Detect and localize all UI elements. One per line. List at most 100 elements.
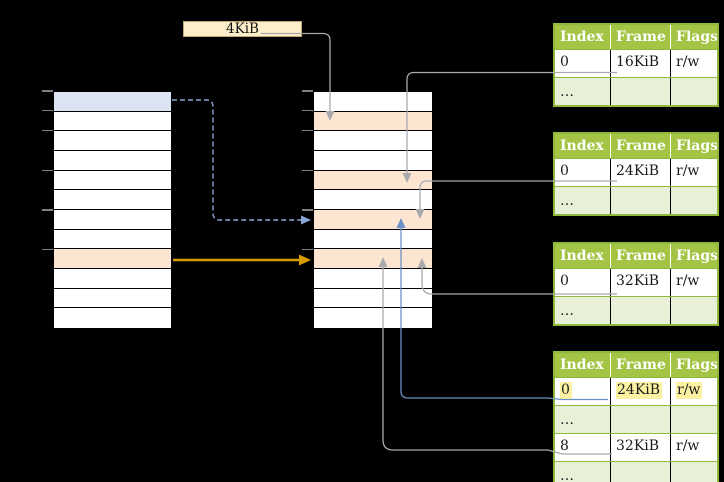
virtual-page-row [54, 190, 171, 210]
column-header: Flags [670, 353, 717, 377]
tick-mark [302, 130, 313, 132]
page-table-cell: r/w [670, 159, 717, 186]
column-header: Frame [610, 25, 670, 49]
physical-memory-column [313, 91, 433, 329]
physical-frame-row [314, 288, 432, 309]
tick-mark [302, 90, 313, 92]
column-header: Frame [610, 244, 670, 268]
virtual-page-row [54, 170, 171, 191]
virtual-page-row [54, 268, 171, 289]
page-table-cell [670, 297, 717, 324]
highlighted-value: r/w [676, 382, 703, 399]
virtual-memory-column [53, 91, 172, 329]
physical-frame-row [314, 190, 432, 210]
virtual-page-row [54, 308, 171, 328]
page-table-cell: 8 [555, 434, 610, 461]
virtual-page-row [54, 249, 171, 269]
tick-mark [302, 110, 313, 112]
page-table-cell [610, 406, 670, 433]
column-header: Index [560, 357, 604, 373]
physical-frame-row [314, 131, 432, 151]
highlighted-value: 24KiB [616, 382, 663, 399]
page-table-cell: 32KiB [610, 434, 670, 461]
page-table-row: … [555, 405, 717, 433]
column-header: Index [560, 29, 604, 45]
virtual-page-row [54, 111, 171, 132]
page-table-cell: r/w [670, 378, 717, 405]
page-size-label: 4KiB [183, 21, 302, 37]
physical-frame-row [314, 111, 432, 132]
tick-mark [42, 130, 53, 132]
page-table-row: … [555, 461, 717, 482]
virtual-page-row [54, 288, 171, 309]
tick-mark [42, 209, 53, 211]
page-table-row: … [555, 77, 717, 105]
page-table-cell: 0 [555, 50, 610, 77]
page-table-cell: 0 [555, 269, 610, 296]
connector-virtual-page-dashed [172, 99, 301, 221]
page-table-cell: … [555, 297, 610, 324]
column-header: Index [560, 248, 604, 264]
page-table-cell: … [555, 406, 610, 433]
page-table-cell: 0 [555, 378, 610, 405]
tick-mark [302, 209, 313, 211]
page-table-cell: 24KiB [610, 159, 670, 186]
physical-frame-row [314, 150, 432, 171]
page-table-row: … [555, 296, 717, 324]
tick-mark [42, 110, 53, 112]
page-table-cell: … [555, 462, 610, 482]
page-table-cell: … [555, 187, 610, 214]
page-table-cell [610, 462, 670, 482]
physical-frame-row [314, 268, 432, 289]
page-table-cell: 32KiB [610, 269, 670, 296]
page-table-row: 0 24KiB r/w [555, 377, 717, 405]
page-table-cell [670, 187, 717, 214]
physical-frame-row [314, 170, 432, 191]
column-header: Index [560, 138, 604, 154]
physical-frame-row [314, 209, 432, 230]
page-table-cell: r/w [670, 269, 717, 296]
column-header: Flags [670, 25, 717, 49]
column-header: Frame [610, 353, 670, 377]
tick-mark [42, 169, 53, 171]
physical-frame-row [314, 229, 432, 250]
arrow-right-icon [299, 254, 311, 266]
tick-mark [42, 90, 53, 92]
page-table-row: … [555, 186, 717, 214]
page-table-cell [670, 406, 717, 433]
virtual-page-row [54, 92, 171, 112]
physical-frame-row [314, 308, 432, 328]
virtual-page-row [54, 229, 171, 250]
tick-mark [42, 249, 53, 251]
tick-mark [302, 169, 313, 171]
page-table-cell: 0 [555, 159, 610, 186]
column-header: Flags [670, 134, 717, 158]
page-table-cell [610, 187, 670, 214]
column-header: Flags [670, 244, 717, 268]
page-table-cell: 24KiB [610, 378, 670, 405]
page-table-cell: r/w [670, 50, 717, 77]
page-table-cell [610, 297, 670, 324]
tick-mark [302, 249, 313, 251]
highlighted-value: 0 [560, 382, 572, 399]
virtual-page-row [54, 150, 171, 171]
page-table-cell: … [555, 78, 610, 105]
page-table-cell: r/w [670, 434, 717, 461]
page-table-cell [610, 78, 670, 105]
page-table-cell [670, 462, 717, 482]
page-table-cell [670, 78, 717, 105]
virtual-page-row [54, 131, 171, 151]
